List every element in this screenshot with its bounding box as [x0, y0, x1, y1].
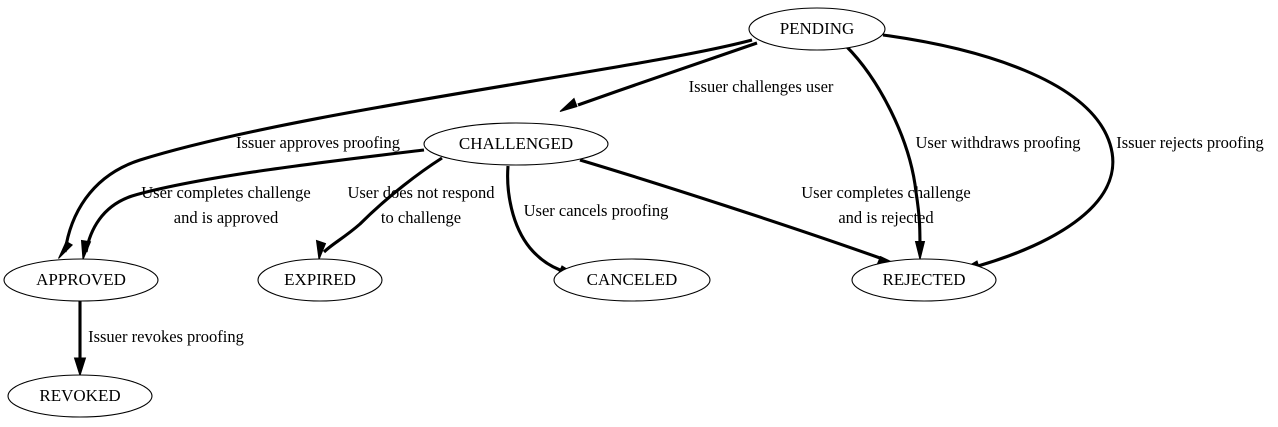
edge-label-pending-rejected-outer: Issuer rejects proofing — [1116, 133, 1264, 152]
edge-label-challenged-expired-line1: User does not respond — [347, 183, 495, 202]
edge-label-pending-challenged: Issuer challenges user — [689, 77, 834, 96]
node-challenged[interactable]: CHALLENGED — [423, 122, 609, 166]
node-approved[interactable]: APPROVED — [3, 258, 159, 302]
node-revoked[interactable]: REVOKED — [7, 374, 153, 418]
edge-label-challenged-expired-line2: to challenge — [381, 208, 461, 227]
edge-label-challenged-approved-line2: and is approved — [174, 208, 279, 227]
node-rejected[interactable]: REJECTED — [851, 258, 997, 302]
node-expired[interactable]: EXPIRED — [257, 258, 383, 302]
edge-approved-revoked[interactable]: Issuer revokes proofing — [73, 301, 244, 378]
edge-label-challenged-canceled: User cancels proofing — [524, 201, 669, 220]
node-canceled[interactable]: CANCELED — [553, 258, 711, 302]
edge-label-pending-rejected-inner: User withdraws proofing — [916, 133, 1081, 152]
edge-label-approved-revoked: Issuer revokes proofing — [88, 327, 244, 346]
node-pending[interactable]: PENDING — [748, 7, 886, 51]
edge-challenged-expired[interactable]: User does not respond to challenge — [315, 156, 496, 262]
edge-pending-rejected-outer[interactable]: Issuer rejects proofing — [882, 33, 1264, 272]
edge-label-challenged-rejected-line1: User completes challenge — [801, 183, 971, 202]
